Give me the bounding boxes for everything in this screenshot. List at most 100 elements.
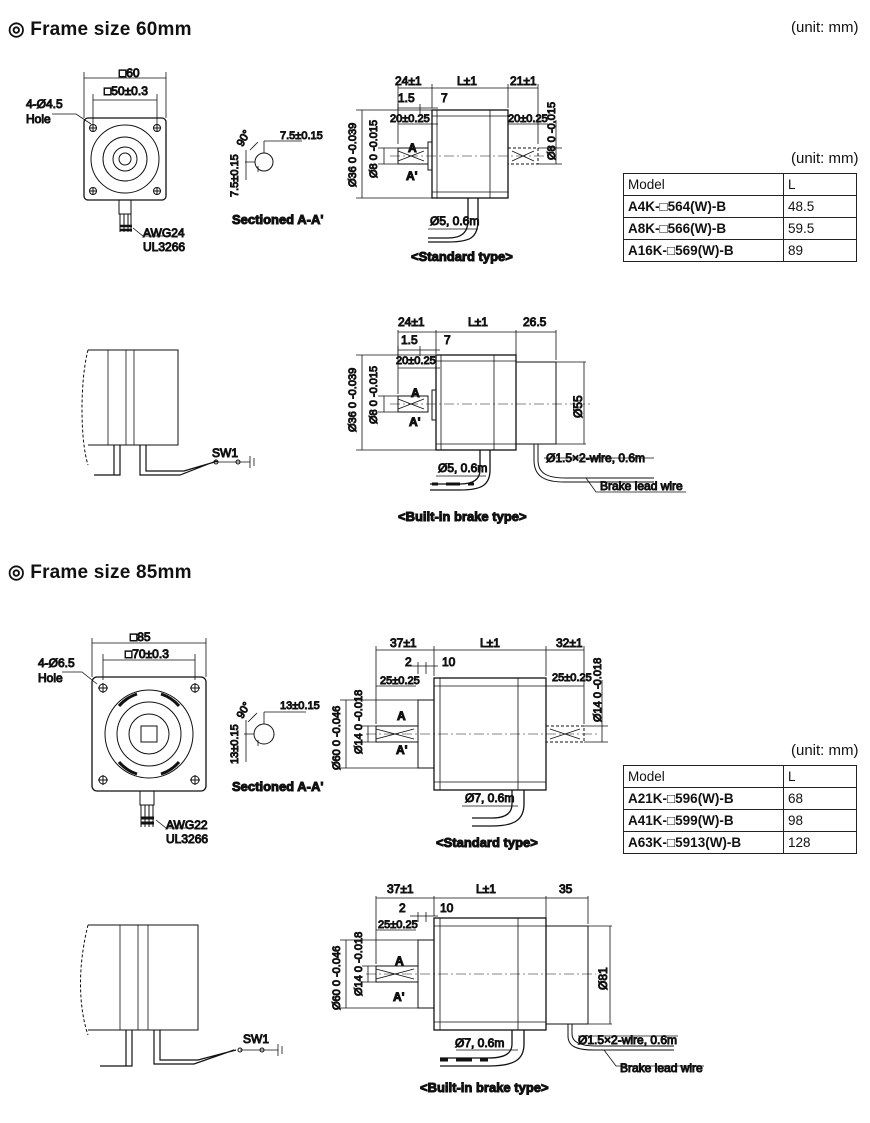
dim-std-d14b: Ø14 0 -0.018 bbox=[592, 658, 604, 722]
unit-note-60mm: (unit: mm) bbox=[791, 19, 859, 36]
brake-side-view-60mm bbox=[356, 330, 686, 493]
dim-section-width: 7.5±0.15 bbox=[280, 130, 323, 142]
dim-square-inner: □70±0.3 bbox=[125, 647, 169, 661]
dim-hole-label: Hole bbox=[26, 112, 51, 126]
table-cell-l: 98 bbox=[783, 809, 857, 832]
table-cell-model: A41K-□599(W)-B bbox=[623, 809, 784, 832]
standard-caption-60mm: <Standard type> bbox=[411, 249, 513, 264]
dim-std-20a: 20±0.25 bbox=[390, 113, 430, 125]
table-cell-l: 89 bbox=[783, 239, 857, 262]
standard-side-view-60mm bbox=[356, 84, 562, 243]
section-caption-60mm: Sectioned A-A' bbox=[232, 212, 323, 227]
dim-brk-d81: Ø81 bbox=[596, 967, 610, 990]
dim-std-7: 7 bbox=[441, 91, 448, 105]
table-header-model: Model bbox=[623, 173, 784, 196]
table-row: A8K-□566(W)-B 59.5 bbox=[623, 217, 857, 240]
table-header-row: Model L bbox=[623, 173, 857, 196]
dim-std-d8b: Ø8 0 -0.015 bbox=[546, 102, 558, 160]
section-mark-a-prime: A' bbox=[409, 415, 421, 429]
dim-brk-2: 2 bbox=[399, 901, 406, 915]
brake-lead-label-60mm: Brake lead wire bbox=[600, 479, 683, 493]
dim-std-l: L±1 bbox=[480, 636, 500, 650]
brake-stub-view-85mm bbox=[80, 924, 283, 1067]
dim-brk-wire: Ø1.5×2-wire, 0.6m bbox=[546, 451, 645, 465]
table-cell-model: A63K-□5913(W)-B bbox=[623, 831, 784, 854]
table-row: A16K-□569(W)-B 89 bbox=[623, 239, 857, 262]
dim-brk-35: 35 bbox=[559, 882, 573, 896]
dim-brk-37: 37±1 bbox=[387, 882, 414, 896]
table-row: A63K-□5913(W)-B 128 bbox=[623, 831, 857, 854]
dim-std-25a: 25±0.25 bbox=[380, 675, 420, 687]
dim-brk-d36: Ø36 0 -0.039 bbox=[347, 368, 359, 432]
section-mark-a-prime: A' bbox=[393, 990, 405, 1004]
dim-brk-d60: Ø60 0 -0.046 bbox=[331, 946, 343, 1010]
dim-brk-l: L±1 bbox=[468, 315, 488, 329]
dim-std-10: 10 bbox=[442, 655, 456, 669]
standard-side-view-85mm bbox=[340, 646, 608, 827]
dim-brk-24: 24±1 bbox=[398, 315, 425, 329]
dim-std-d36: Ø36 0 -0.039 bbox=[347, 123, 359, 187]
dim-std-32: 32±1 bbox=[556, 636, 583, 650]
dim-brk-25: 25±0.25 bbox=[378, 919, 418, 931]
dim-std-24: 24±1 bbox=[395, 74, 422, 88]
dim-std-1-5: 1.5 bbox=[398, 91, 415, 105]
dim-brk-26-5: 26.5 bbox=[523, 315, 547, 329]
dim-brk-d14: Ø14 0 -0.018 bbox=[353, 932, 365, 996]
dim-brk-10: 10 bbox=[440, 901, 454, 915]
dim-brk-cable: Ø5, 0.6m bbox=[438, 461, 487, 475]
section-mark-a-prime: A' bbox=[406, 169, 418, 183]
standard-caption-85mm: <Standard type> bbox=[436, 835, 538, 850]
dim-std-d60: Ø60 0 -0.046 bbox=[331, 706, 343, 770]
wire-ul: UL3266 bbox=[143, 240, 185, 254]
dim-std-20b: 20±0.25 bbox=[508, 113, 548, 125]
section-caption-85mm: Sectioned A-A' bbox=[232, 779, 323, 794]
dim-brk-cable: Ø7, 0.6m bbox=[455, 1036, 504, 1050]
dim-brk-20: 20±0.25 bbox=[396, 355, 436, 367]
section-mark-a: A bbox=[411, 386, 420, 400]
table-row: A41K-□599(W)-B 98 bbox=[623, 809, 857, 832]
dim-std-25b: 25±0.25 bbox=[552, 672, 592, 684]
brake-caption-85mm: <Built-in brake type> bbox=[420, 1080, 549, 1095]
dim-section-height: 13±0.15 bbox=[229, 724, 241, 764]
table-unit-60mm: (unit: mm) bbox=[791, 150, 859, 167]
dim-section-angle: 90° bbox=[235, 128, 254, 148]
section-mark-a: A bbox=[395, 954, 404, 968]
front-view-60mm bbox=[52, 72, 173, 237]
dim-brk-7: 7 bbox=[444, 333, 451, 347]
brake-stub-view-60mm bbox=[81, 349, 255, 476]
dim-hole-label: Hole bbox=[38, 671, 63, 685]
brake-side-view-85mm bbox=[340, 896, 704, 1067]
section-mark-a: A bbox=[397, 709, 406, 723]
dim-square-outer: □60 bbox=[119, 66, 140, 80]
brake-lead-label-85mm: Brake lead wire bbox=[620, 1061, 703, 1075]
dim-section-width: 13±0.15 bbox=[280, 700, 320, 712]
dim-brk-1-5: 1.5 bbox=[401, 333, 418, 347]
dim-std-21: 21±1 bbox=[510, 74, 537, 88]
section-view-85mm bbox=[244, 711, 306, 762]
dim-square-outer: □85 bbox=[130, 630, 151, 644]
section-mark-a: A bbox=[408, 141, 417, 155]
dim-std-37: 37±1 bbox=[390, 636, 417, 650]
table-cell-l: 68 bbox=[783, 787, 857, 810]
brake-caption-60mm: <Built-in brake type> bbox=[398, 509, 527, 524]
front-view-85mm bbox=[62, 638, 207, 829]
dim-std-cable: Ø7, 0.6m bbox=[465, 791, 514, 805]
dim-brk-d8: Ø8 0 -0.015 bbox=[368, 366, 380, 424]
table-cell-model: A21K-□596(W)-B bbox=[623, 787, 784, 810]
section-title-85mm: ◎ Frame size 85mm bbox=[8, 562, 192, 583]
mounting-hole bbox=[89, 124, 161, 195]
mounting-hole bbox=[98, 683, 200, 785]
dim-std-l: L±1 bbox=[457, 74, 477, 88]
model-table-60mm: Model L A4K-□564(W)-B 48.5 A8K-□566(W)-B… bbox=[623, 173, 857, 262]
dim-brk-d55: Ø55 bbox=[571, 395, 585, 418]
dim-std-2: 2 bbox=[405, 655, 412, 669]
table-row: A21K-□596(W)-B 68 bbox=[623, 787, 857, 810]
section-view-60mm bbox=[245, 140, 302, 180]
wire-gauge: AWG24 bbox=[143, 226, 185, 240]
dim-hole: 4-Ø6.5 bbox=[38, 656, 75, 670]
dim-brk-l: L±1 bbox=[476, 882, 496, 896]
table-unit-85mm: (unit: mm) bbox=[791, 742, 859, 759]
dim-square-inner: □50±0.3 bbox=[104, 84, 148, 98]
section-mark-a-prime: A' bbox=[396, 743, 408, 757]
